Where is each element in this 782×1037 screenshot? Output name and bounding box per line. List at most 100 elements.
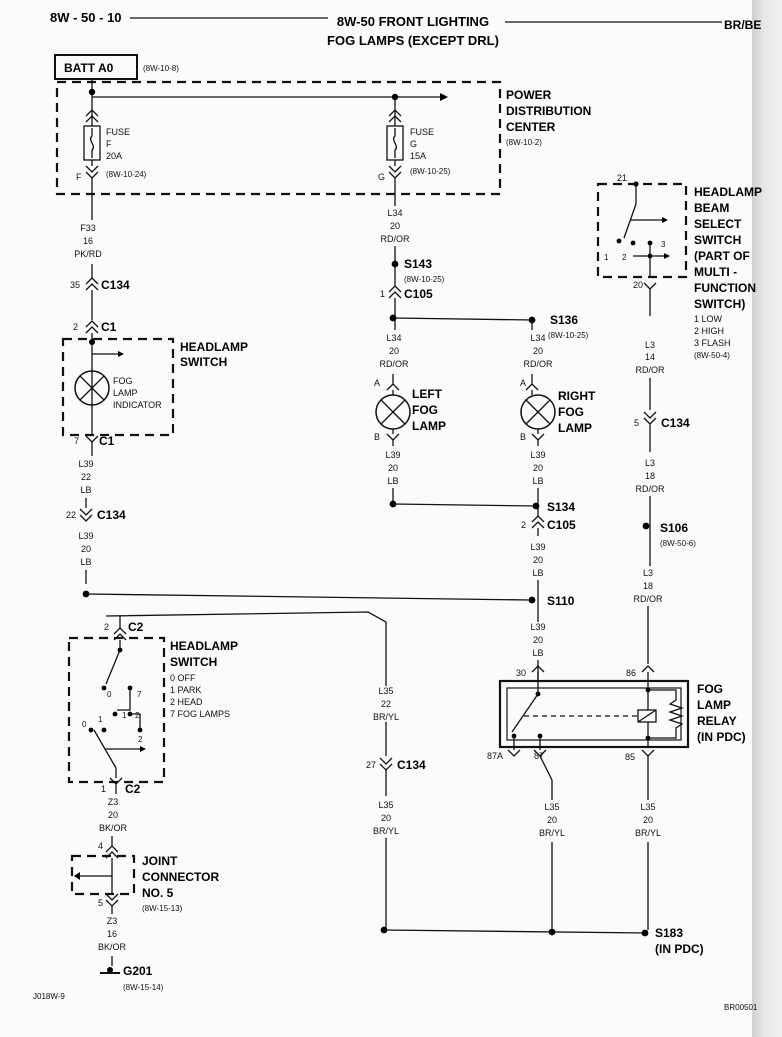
l3c-0: L3 — [643, 568, 653, 578]
hs2-contact-1: 1 — [122, 711, 127, 720]
fuse-g-label-3: (8W-10-25) — [410, 167, 451, 176]
relay-pin-86: 86 — [626, 668, 636, 678]
l34top-0: L34 — [387, 208, 402, 218]
l39b-2: LB — [80, 557, 91, 567]
l39d-1: 20 — [533, 635, 543, 645]
c1-top-name: C1 — [101, 320, 117, 334]
joint-pin-top: 4 — [98, 841, 103, 851]
z3b-2: BK/OR — [98, 942, 127, 952]
left-fog-title-0: LEFT — [412, 387, 443, 401]
hs2-title-1: SWITCH — [170, 655, 217, 669]
page-title-line1: 8W-50 FRONT LIGHTING — [337, 14, 489, 29]
c105-mid-name: C105 — [547, 518, 576, 532]
s136-ref: (8W-10-25) — [548, 331, 589, 340]
s183-name: S183 — [655, 926, 683, 940]
c1-top-pin: 2 — [73, 322, 78, 332]
s143-ref: (8W-10-25) — [404, 275, 445, 284]
c105-mid-pin: 2 — [521, 520, 526, 530]
joint-pin-bot: 5 — [98, 898, 103, 908]
relay-pin-87: 87 — [534, 751, 544, 761]
fuse-f-label-0: FUSE — [106, 127, 130, 137]
hs2-contact-4: 0 — [82, 720, 87, 729]
g201-name: G201 — [123, 964, 153, 978]
fuse-g-label-2: 15A — [410, 151, 426, 161]
headlamp-switch-1 — [61, 337, 175, 437]
page-title-line2: FOG LAMPS (EXCEPT DRL) — [327, 33, 499, 48]
relay-outer-box — [498, 679, 690, 749]
header-tab: BR/BE — [724, 18, 761, 32]
l39b-0: L39 — [78, 531, 93, 541]
l39lf-0: L39 — [385, 450, 400, 460]
right-fog-title-1: FOG — [558, 405, 584, 419]
headlamp-switch-2 — [67, 616, 166, 794]
joint-title-2: NO. 5 — [142, 886, 174, 900]
l35d-1: 20 — [643, 815, 653, 825]
relay-pin-85: 85 — [625, 752, 635, 762]
joint-ref: (8W-15-13) — [142, 904, 183, 913]
fuse-g-label-1: G — [410, 139, 417, 149]
pdc-title-1: DISTRIBUTION — [506, 104, 591, 118]
beam-pin-bot: 20 — [633, 280, 643, 290]
relay-title-1: LAMP — [697, 698, 731, 712]
pdc-title-2: CENTER — [506, 120, 556, 134]
batt-ref: (8W-10-8) — [143, 64, 179, 73]
g201-ref: (8W-15-14) — [123, 983, 164, 992]
l3a-2: RD/OR — [636, 365, 666, 375]
l39rf-2: LB — [532, 476, 543, 486]
c134-l3-name: C134 — [661, 416, 690, 430]
left-fog-title-2: LAMP — [412, 419, 446, 433]
beam-title-6: FUNCTION — [694, 281, 756, 295]
l39rf-0: L39 — [530, 450, 545, 460]
s183-note: (IN PDC) — [655, 942, 704, 956]
l39c-0: L39 — [530, 542, 545, 552]
l39c-1: 20 — [533, 555, 543, 565]
l35c-1: 20 — [547, 815, 557, 825]
c134-mid-name: C134 — [97, 508, 126, 522]
c105-top-pin: 1 — [380, 289, 385, 299]
l39rf-1: 20 — [533, 463, 543, 473]
hs2-contact-3: 7 — [137, 690, 142, 699]
left-fog-pin-a: A — [374, 378, 380, 388]
c134-mid-pin: 22 — [66, 510, 76, 520]
relay-title-0: FOG — [697, 682, 723, 696]
l35b-2: BR/YL — [373, 826, 399, 836]
hs2-pos-0: 0 OFF — [170, 673, 196, 683]
l39lf-1: 20 — [388, 463, 398, 473]
pdc-box — [55, 80, 502, 196]
z3b-1: 16 — [107, 929, 117, 939]
c134-l35-pin: 27 — [366, 760, 376, 770]
l39b-1: 20 — [81, 544, 91, 554]
c2-bot-name: C2 — [125, 782, 141, 796]
f33-0: F33 — [80, 223, 96, 233]
l35-wiring — [379, 722, 649, 937]
s134-dot — [532, 502, 540, 510]
c2-bot-pin: 1 — [101, 784, 106, 794]
hs2-pos-1: 1 PARK — [170, 685, 201, 695]
fuse-g-pin: G — [378, 172, 385, 182]
fuse-f-label-3: (8W-10-24) — [106, 170, 147, 179]
beam-contact-1: 2 — [622, 253, 627, 262]
left-fog-title-1: FOG — [412, 403, 438, 417]
beam-pos-1: 2 HIGH — [694, 326, 724, 336]
l3c-2: RD/OR — [634, 594, 664, 604]
fog-lamp-indicator-bulb — [74, 370, 110, 406]
l35b-0: L35 — [378, 800, 393, 810]
c2-top-name: C2 — [128, 620, 144, 634]
beam-contact-0: 1 — [604, 253, 609, 262]
right-fog-title-0: RIGHT — [558, 389, 596, 403]
c2-top-pin: 2 — [104, 622, 109, 632]
beam-title-0: HEADLAMP — [694, 185, 762, 199]
right-fog-title-2: LAMP — [558, 421, 592, 435]
beam-title-2: SELECT — [694, 217, 742, 231]
batt-label: BATT A0 — [64, 61, 114, 75]
c105-top-name: C105 — [404, 287, 433, 301]
l39c-2: LB — [532, 568, 543, 578]
l39d-0: L39 — [530, 622, 545, 632]
joint-connector-box — [70, 854, 136, 896]
l34top-2: RD/OR — [381, 234, 411, 244]
beam-ref: (8W-50-4) — [694, 351, 730, 360]
hs2-pos-3: 7 FOG LAMPS — [170, 709, 230, 719]
l34top-1: 20 — [390, 221, 400, 231]
page-edge-shadow — [752, 0, 782, 1037]
f33-1: 16 — [83, 236, 93, 246]
